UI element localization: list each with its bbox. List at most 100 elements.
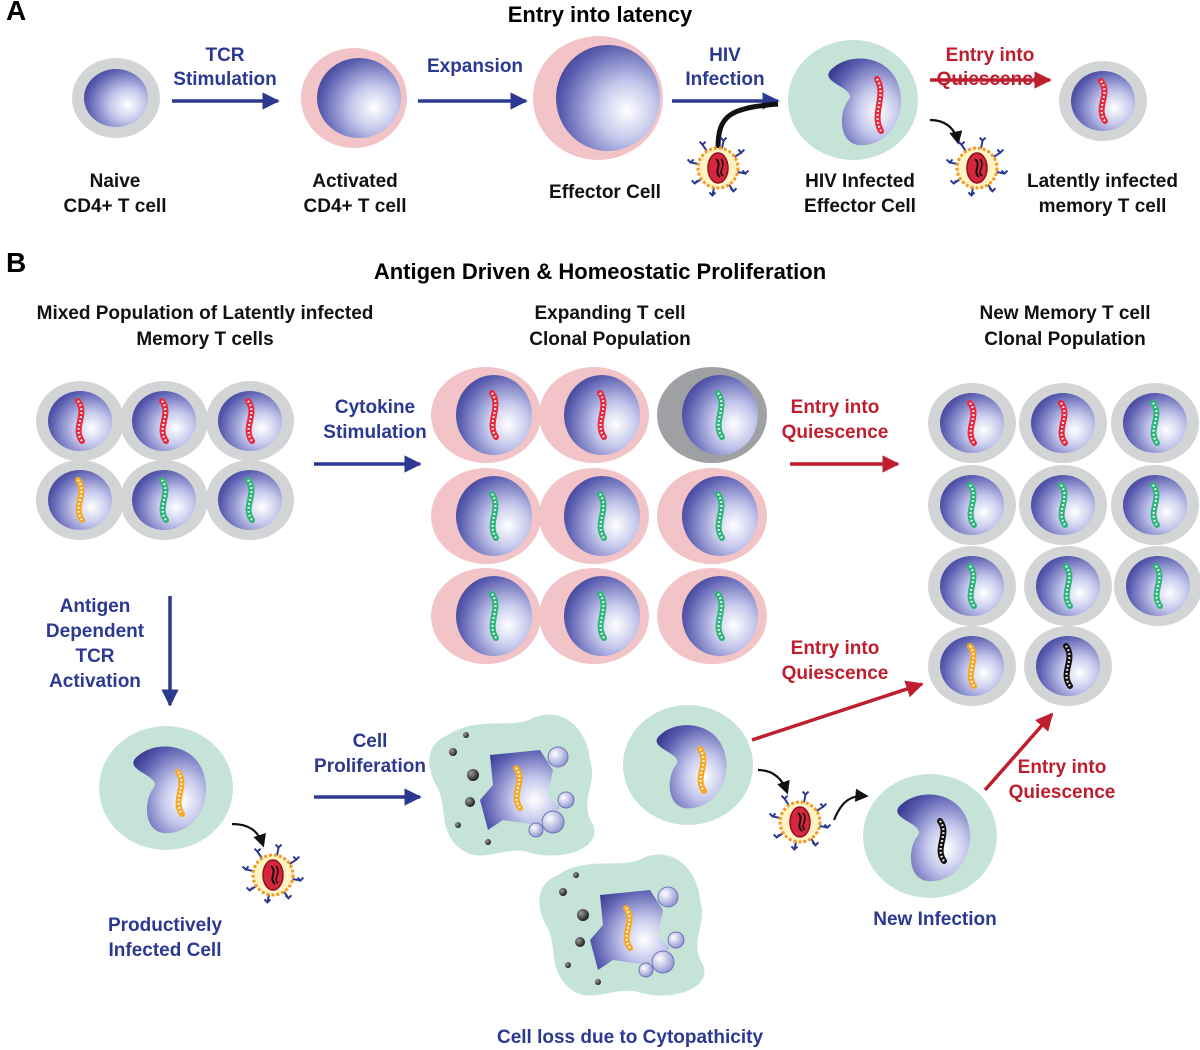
- header-mixed-line2: Memory T cells: [136, 329, 274, 350]
- provirus-green: [715, 390, 725, 440]
- new-memory-cell-4: [928, 465, 1016, 545]
- new-memory-cell-7: [928, 546, 1016, 626]
- provirus-orange: [697, 746, 707, 794]
- label-new-infection: New Infection: [873, 909, 997, 930]
- infected-cell-center: [623, 705, 753, 825]
- panel-b-title: Antigen Driven & Homeostatic Proliferati…: [373, 259, 827, 284]
- new-memory-cell-5: [1019, 465, 1107, 545]
- nucleus: [84, 69, 148, 127]
- provirus-red: [597, 390, 607, 440]
- provirus-green: [715, 491, 725, 541]
- virus-release-arrow: [757, 768, 790, 795]
- provirus-green: [245, 477, 255, 523]
- memory-cell-4: [36, 460, 124, 540]
- new-memory-cell-9: [1114, 546, 1200, 626]
- panel-b-letter: B: [6, 247, 27, 278]
- provirus-red: [245, 398, 255, 444]
- dying-cell-lower: [539, 854, 705, 996]
- panel-a-title: Entry into latency: [507, 2, 693, 27]
- productively-infected-cell: [99, 726, 233, 850]
- label-latent-line1: Latently infected: [1027, 171, 1178, 192]
- arrow-label-cytokine-line1: Cytokine: [334, 397, 416, 418]
- provirus-green: [1063, 563, 1073, 609]
- dying-cell-upper: [429, 714, 595, 856]
- memory-cell-6: [206, 460, 294, 540]
- label-activated-line2: CD4+ T cell: [303, 196, 407, 217]
- nucleus: [897, 794, 971, 882]
- arrow-label-quiescence-top-line2: Quiescence: [781, 422, 889, 443]
- provirus-orange: [967, 643, 977, 689]
- new-memory-cell-8: [1024, 546, 1112, 626]
- expanding-cell-5: [539, 468, 649, 564]
- provirus-orange: [75, 477, 85, 523]
- arrow-label-quiescence-top-line1: Entry into: [790, 397, 880, 418]
- nucleus: [656, 725, 727, 809]
- label-activated-line1: Activated: [312, 171, 398, 192]
- provirus-green: [715, 591, 725, 641]
- provirus-green: [1153, 563, 1163, 609]
- provirus-orange: [623, 905, 633, 951]
- arrow-label-hiv-line2: Infection: [685, 69, 765, 90]
- provirus-red: [967, 400, 977, 446]
- new-memory-cell-11: [1024, 626, 1112, 706]
- label-naive-line2: CD4+ T cell: [63, 196, 167, 217]
- label-cell-loss: Cell loss due to Cytopathicity: [496, 1027, 764, 1048]
- provirus-red: [489, 390, 499, 440]
- memory-cell-3: [206, 381, 294, 461]
- header-expanding-line2: Clonal Population: [529, 329, 691, 350]
- arrow-label-antigen-line3: TCR: [75, 646, 115, 667]
- arrow-label-cytokine-line2: Stimulation: [323, 422, 427, 443]
- header-expanding-line1: Expanding T cell: [534, 303, 686, 324]
- label-hiv-infected-line1: HIV Infected: [805, 171, 915, 192]
- arrow-label-quiescence-a-line1: Entry into: [945, 45, 1035, 66]
- arrow-entry-quiescence-mid: [751, 680, 924, 742]
- label-latent-line2: memory T cell: [1038, 196, 1167, 217]
- latently-infected-memory-cell: [1059, 61, 1147, 141]
- arrow-label-quiescence-mid-line1: Entry into: [790, 638, 880, 659]
- memory-cell-1: [36, 381, 124, 461]
- expanding-cell-3: [657, 367, 767, 463]
- hiv-virion: [686, 136, 750, 197]
- arrow-label-antigen-line2: Dependent: [45, 621, 145, 642]
- label-hiv-infected-line2: Effector Cell: [804, 196, 916, 217]
- provirus-green: [597, 491, 607, 541]
- provirus-green: [1058, 482, 1068, 528]
- expanding-cell-8: [539, 568, 649, 664]
- nucleus: [133, 746, 207, 834]
- expanding-cell-9: [657, 568, 767, 664]
- provirus-red: [159, 398, 169, 444]
- provirus-green: [597, 591, 607, 641]
- provirus-green: [967, 563, 977, 609]
- arrow-label-quiescence-mid-line2: Quiescence: [781, 663, 889, 684]
- virus-infection-arrow: [832, 788, 869, 821]
- naive-cell: [72, 58, 160, 138]
- provirus-orange: [175, 769, 185, 817]
- arrow-label-expansion: Expansion: [426, 56, 524, 77]
- provirus-green: [489, 491, 499, 541]
- memory-cell-5: [120, 460, 208, 540]
- arrow-label-antigen-line4: Activation: [49, 671, 141, 692]
- arrow-label-hiv-line1: HIV: [709, 45, 741, 66]
- new-memory-cell-6: [1111, 465, 1199, 545]
- expanding-cell-7: [431, 568, 541, 664]
- hiv-infected-effector-cell: [788, 40, 918, 160]
- label-productive-line2: Infected Cell: [108, 940, 222, 961]
- provirus-green: [489, 591, 499, 641]
- arrow-label-proliferation-line2: Proliferation: [314, 756, 426, 777]
- memory-cell-2: [120, 381, 208, 461]
- new-memory-cell-2: [1019, 383, 1107, 463]
- label-effector-cell: Effector Cell: [549, 182, 661, 203]
- provirus-green: [1150, 400, 1160, 446]
- provirus-green: [159, 477, 169, 523]
- effector-cell: [533, 36, 663, 160]
- nucleus: [556, 45, 660, 151]
- arrow-label-antigen-line1: Antigen: [59, 596, 131, 617]
- hiv-virion: [945, 136, 1009, 197]
- provirus-black: [1063, 643, 1073, 689]
- panel-a-letter: A: [6, 0, 27, 26]
- arrow-label-quiescence-low-line2: Quiescence: [1008, 782, 1116, 803]
- new-memory-cell-1: [928, 383, 1016, 463]
- arrow-label-quiescence-a-line2: Quiescence: [936, 69, 1044, 90]
- expanding-cell-6: [657, 468, 767, 564]
